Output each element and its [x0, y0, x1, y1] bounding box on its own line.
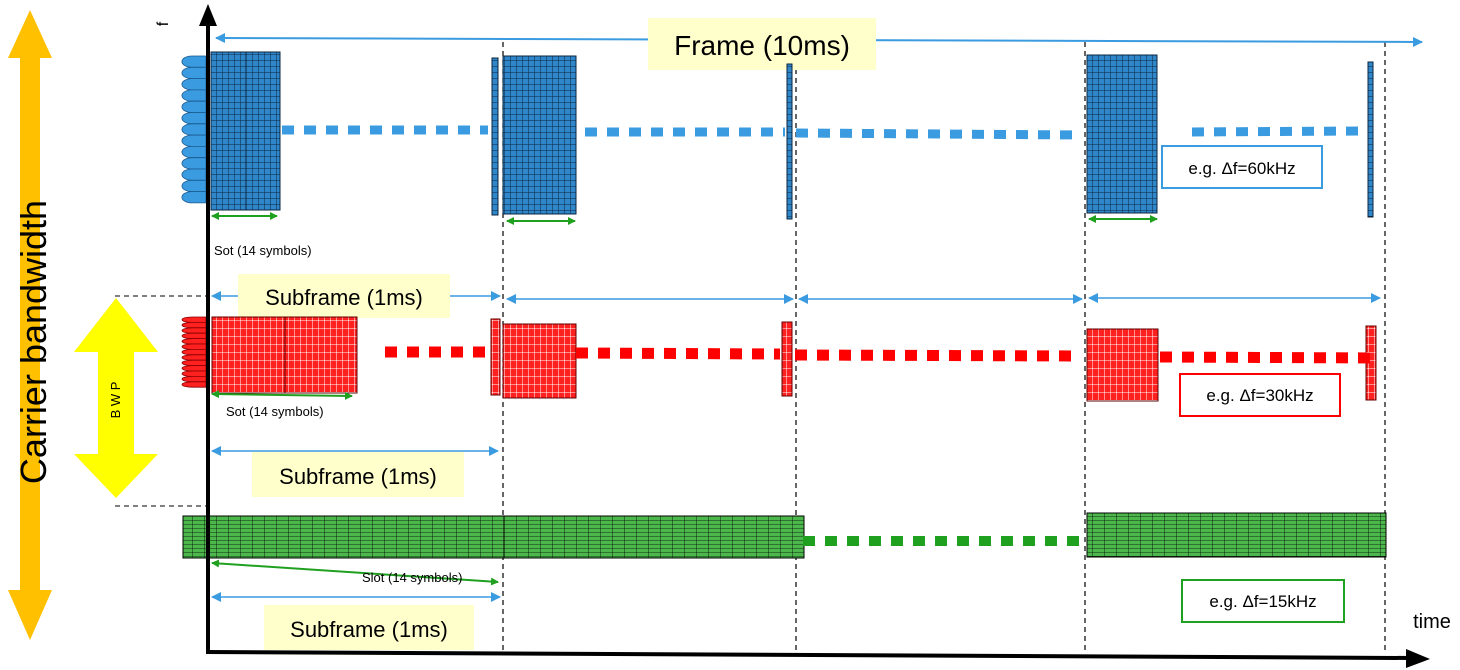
gap-dots-30khz	[385, 346, 1381, 364]
slot-arrow-30khz	[211, 390, 353, 400]
slot-label-30khz: Sot (14 symbols)	[226, 404, 324, 419]
axes	[199, 4, 1430, 668]
slot-label-60khz: Sot (14 symbols)	[214, 243, 312, 258]
bwp-label: B W P	[108, 382, 123, 419]
f-axis-label: f	[155, 21, 172, 26]
subframe-label-box-2	[252, 452, 464, 497]
scs-60khz-box	[1161, 145, 1323, 189]
resource-grid-15khz	[182, 512, 1387, 559]
scs-30khz-box	[1179, 373, 1341, 417]
time-axis-label: time	[1413, 611, 1451, 633]
subcarriers-60khz	[181, 55, 207, 204]
slot-label-15khz: Slot (14 symbols)	[362, 570, 462, 585]
resource-grid-60khz	[210, 51, 1374, 220]
frame-label-box	[648, 18, 876, 70]
carrier-bandwidth-label: Carrier bandwidth	[13, 200, 54, 484]
scs-60khz-label: e.g. Δf=60kHz	[1188, 159, 1295, 178]
slot-arrow-15khz	[211, 559, 499, 586]
frame-label: Frame (10ms)	[674, 30, 850, 61]
subframe-label-2: Subframe (1ms)	[279, 464, 437, 489]
subframe-label-1: Subframe (1ms)	[265, 285, 423, 310]
scs-30khz-label: e.g. Δf=30kHz	[1206, 386, 1313, 405]
scs-15khz-label: e.g. Δf=15kHz	[1209, 592, 1316, 611]
bwp-arrow	[74, 298, 158, 498]
subframe-label-box-3	[264, 605, 474, 650]
carrier-bandwidth-arrow	[8, 10, 52, 640]
subcarriers-30khz	[181, 316, 207, 388]
scs-15khz-box	[1181, 579, 1345, 623]
subframe-label-3: Subframe (1ms)	[290, 617, 448, 642]
gap-dots-60khz	[282, 125, 1369, 140]
resource-grid-30khz	[211, 316, 1377, 402]
subframe-label-box-1	[238, 274, 450, 318]
